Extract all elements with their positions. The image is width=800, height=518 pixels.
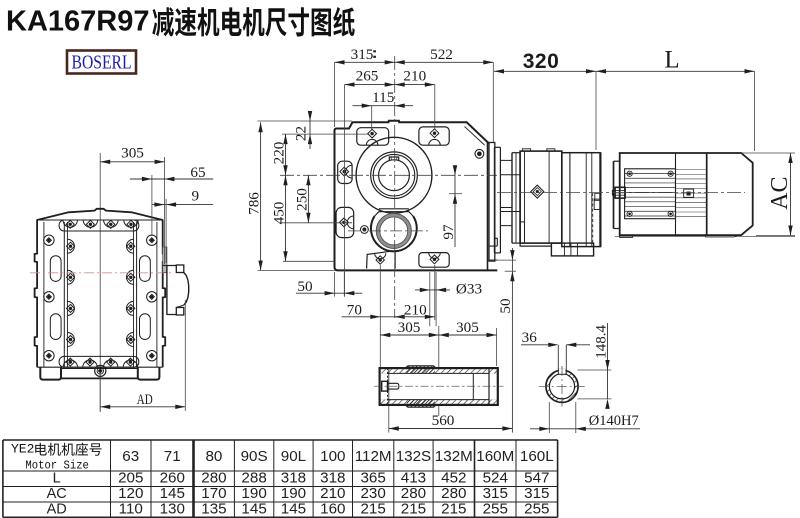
svg-text:305: 305: [398, 319, 421, 336]
svg-text:280: 280: [201, 470, 226, 487]
svg-text:452: 452: [441, 470, 466, 487]
svg-text:190: 190: [281, 485, 306, 502]
svg-text:280: 280: [401, 485, 426, 502]
svg-text:AC: AC: [47, 486, 67, 502]
svg-text:215: 215: [360, 501, 385, 518]
svg-text:522: 522: [430, 46, 453, 63]
svg-text:YE2: YE2: [11, 442, 34, 457]
svg-text:413: 413: [401, 470, 426, 487]
svg-text:L: L: [53, 471, 61, 487]
svg-text:112M: 112M: [355, 448, 392, 465]
svg-text:215: 215: [401, 501, 426, 518]
svg-text:Ø33: Ø33: [456, 281, 482, 298]
svg-text:BOSERL: BOSERL: [72, 53, 132, 74]
svg-text:280: 280: [441, 485, 466, 502]
svg-text:305: 305: [121, 145, 144, 162]
svg-text:Ø140H7: Ø140H7: [589, 413, 639, 429]
svg-text:90S: 90S: [241, 448, 268, 465]
svg-text:365: 365: [360, 470, 385, 487]
svg-text:50: 50: [497, 298, 514, 314]
svg-text:315: 315: [524, 485, 549, 502]
svg-text:260: 260: [160, 470, 185, 487]
svg-text:265: 265: [356, 68, 379, 85]
svg-text:AD: AD: [137, 392, 153, 408]
svg-text:560: 560: [432, 412, 455, 429]
svg-text:145: 145: [160, 485, 185, 502]
svg-text:524: 524: [483, 470, 508, 487]
svg-text:318: 318: [320, 470, 345, 487]
svg-text:148.4: 148.4: [594, 325, 610, 359]
svg-text:160: 160: [320, 501, 345, 518]
svg-text:130: 130: [160, 501, 185, 518]
svg-text:Motor Size: Motor Size: [25, 458, 89, 472]
svg-text:63: 63: [122, 448, 139, 465]
svg-text:210: 210: [404, 301, 427, 318]
svg-text:305: 305: [456, 319, 479, 336]
svg-text:65: 65: [190, 164, 205, 181]
svg-text:145: 145: [281, 501, 306, 518]
svg-text:135: 135: [201, 501, 226, 518]
svg-text:170: 170: [201, 485, 226, 502]
svg-text:220: 220: [271, 141, 288, 164]
svg-text:210: 210: [403, 68, 426, 85]
svg-text:L: L: [664, 47, 679, 74]
svg-text:205: 205: [118, 470, 143, 487]
svg-text:255: 255: [524, 501, 549, 518]
svg-text:AD: AD: [47, 502, 67, 518]
svg-text:288: 288: [241, 470, 266, 487]
svg-text:255: 255: [483, 501, 508, 518]
svg-text:110: 110: [119, 501, 143, 518]
svg-text:115: 115: [372, 89, 394, 106]
svg-text:36: 36: [522, 329, 538, 346]
svg-text:547: 547: [524, 470, 549, 487]
svg-text:70: 70: [347, 301, 363, 318]
svg-text:132M: 132M: [435, 448, 473, 465]
svg-text:786: 786: [246, 192, 263, 215]
svg-text:315: 315: [483, 485, 508, 502]
svg-text:215: 215: [441, 501, 466, 518]
svg-text:320: 320: [523, 50, 560, 73]
svg-text:210: 210: [320, 485, 345, 502]
svg-text:90L: 90L: [281, 448, 306, 465]
svg-text:190: 190: [241, 485, 266, 502]
svg-text:22: 22: [293, 126, 310, 141]
svg-text:9: 9: [192, 188, 200, 205]
svg-text:315: 315: [351, 46, 374, 63]
svg-text:450: 450: [271, 201, 288, 224]
svg-text:132S: 132S: [396, 448, 431, 465]
svg-text:71: 71: [164, 448, 181, 465]
svg-text:KA167R97: KA167R97: [6, 6, 149, 38]
svg-text:230: 230: [360, 485, 385, 502]
svg-text:97: 97: [440, 224, 457, 240]
svg-text:120: 120: [118, 485, 143, 502]
svg-text:100: 100: [320, 448, 345, 465]
svg-text:250: 250: [293, 188, 310, 211]
svg-text:318: 318: [281, 470, 306, 487]
svg-text:50: 50: [297, 278, 313, 295]
svg-text:145: 145: [241, 501, 266, 518]
svg-text:160M: 160M: [476, 448, 514, 465]
svg-text:AC: AC: [767, 177, 793, 210]
svg-text:80: 80: [205, 448, 222, 465]
svg-text:160L: 160L: [520, 448, 554, 465]
